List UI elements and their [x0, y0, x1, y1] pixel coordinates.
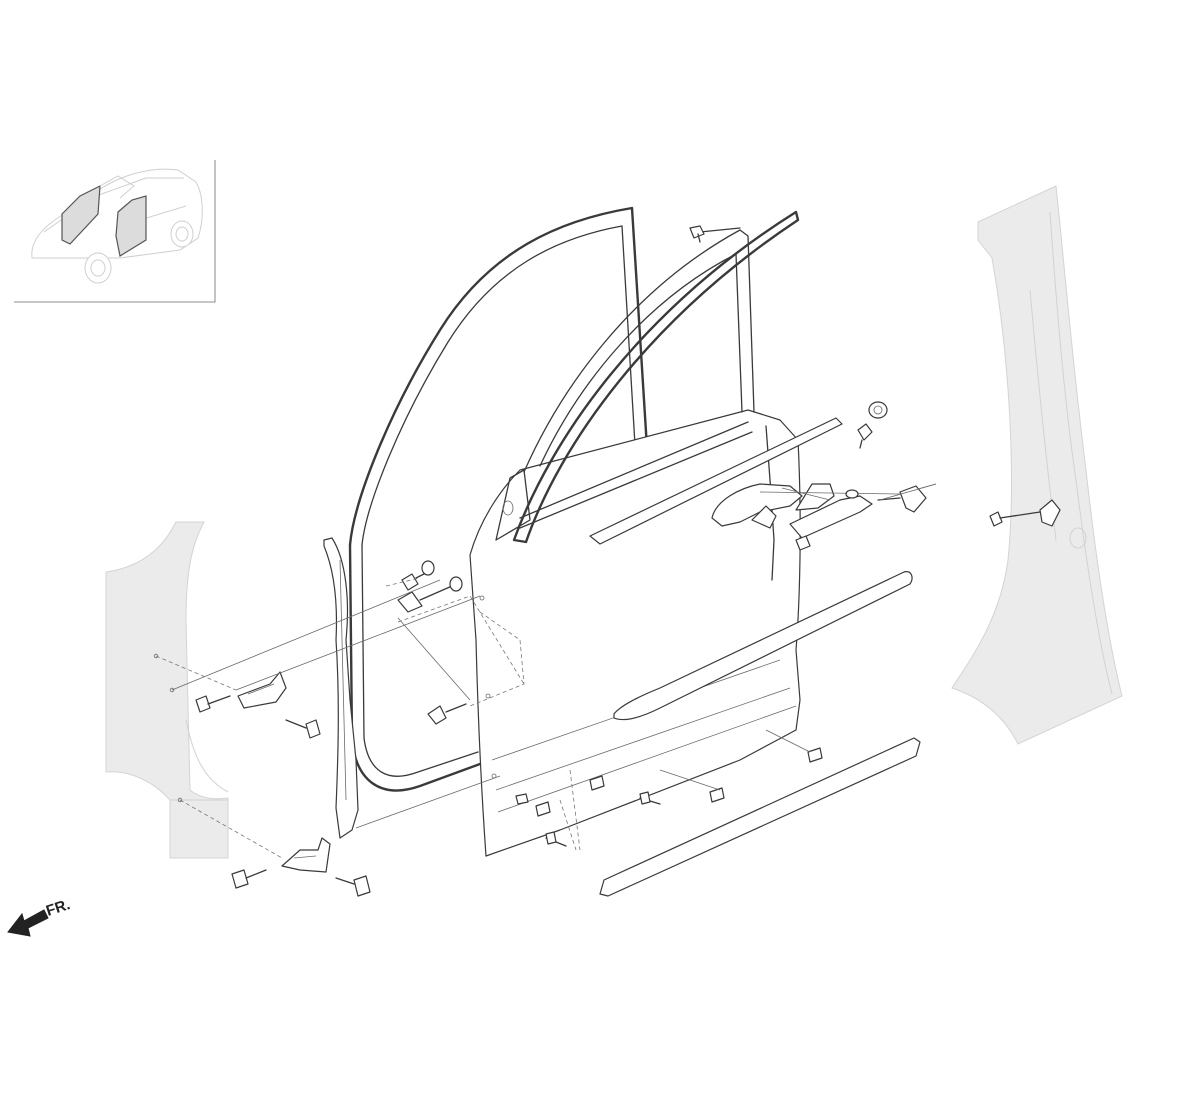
door-side-moulding-lower: [599, 737, 921, 897]
moulding-clips: [515, 747, 823, 817]
lower-door-hinge: [281, 837, 331, 873]
locator-rear-door-highlight: [61, 184, 101, 245]
front-pillar-trim-strip: [323, 537, 359, 839]
front-direction-indicator: FR.: [7, 896, 72, 937]
front-body-pillar-panel: [105, 521, 229, 859]
outside-handle-assembly: [711, 483, 937, 551]
hinge-bolts: [195, 225, 1061, 897]
leader-lines: [153, 483, 937, 859]
door-side-moulding-upper: [613, 571, 913, 721]
vehicle-locator-inset: [14, 160, 216, 303]
locator-front-door-highlight: [115, 195, 147, 257]
front-direction-arrow-icon: [7, 909, 49, 937]
door-frame-moulding: [512, 210, 800, 544]
handle-cap-and-nut: [857, 401, 888, 449]
front-direction-label: FR.: [44, 896, 72, 920]
upper-door-hinge: [237, 671, 287, 709]
door-belt-moulding: [589, 417, 843, 545]
center-pillar-panel: [951, 185, 1123, 745]
vehicle-locator-icon: [31, 168, 203, 284]
inset-frame: [14, 160, 216, 303]
